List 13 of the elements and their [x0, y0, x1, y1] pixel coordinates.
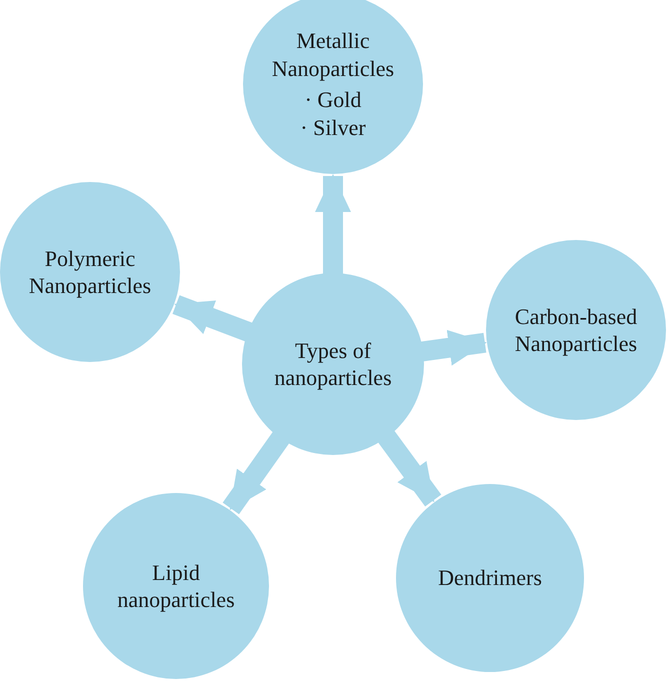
- node-label: Metallic Nanoparticles: [270, 27, 396, 82]
- node-label: Types of nanoparticles: [273, 336, 393, 392]
- block-arrow: [315, 174, 351, 274]
- block-arrow: [420, 330, 487, 366]
- list-item: · Gold: [304, 86, 362, 114]
- node-label: Carbon-based Nanoparticles: [514, 302, 638, 358]
- node-label: Dendrimers: [438, 564, 542, 592]
- node-label: Polymeric Nanoparticles: [28, 244, 152, 300]
- block-arrow: [222, 432, 290, 514]
- block-arrow: [172, 295, 252, 342]
- list-item: · Silver: [300, 114, 366, 141]
- node-label: Lipid nanoparticles: [116, 558, 236, 614]
- block-arrow: [378, 430, 442, 507]
